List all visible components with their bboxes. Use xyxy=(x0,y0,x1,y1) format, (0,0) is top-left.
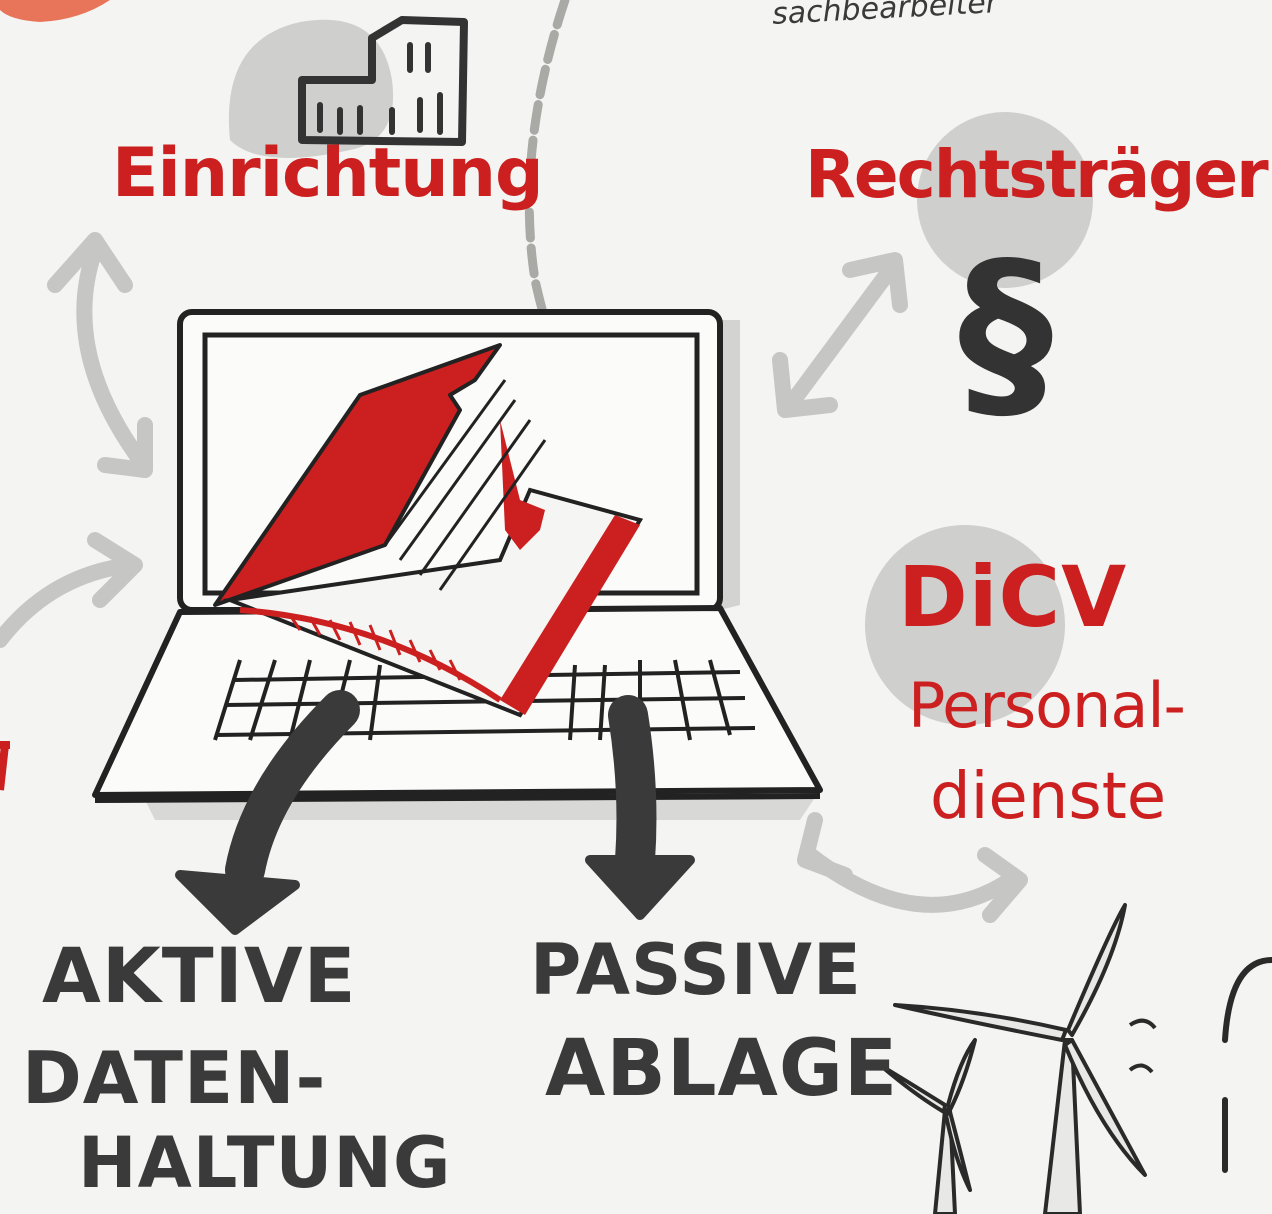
wind-turbine-icon xyxy=(878,903,1147,1214)
wind-lines xyxy=(1128,1018,1157,1074)
label-passive: PASSIVE xyxy=(530,929,862,1011)
arrow-passive xyxy=(585,695,695,920)
arrow-left-laptop xyxy=(0,557,138,648)
arrow-aktive xyxy=(175,690,360,935)
building-icon xyxy=(228,16,468,158)
label-dienste: dienste xyxy=(930,760,1167,834)
label-rechtstraeger: Rechtsträger xyxy=(805,136,1269,213)
label-aktive: AKTIVE xyxy=(42,931,357,1020)
figure-partial xyxy=(1222,957,1272,1173)
orange-blob xyxy=(0,0,110,22)
label-dicv: DiCV xyxy=(898,548,1128,646)
label-haltung: HALTUNG xyxy=(78,1122,452,1204)
label-daten: DATEN- xyxy=(22,1036,327,1120)
paragraph-blob xyxy=(917,112,1093,288)
paragraph-icon: § xyxy=(958,222,1053,443)
folder-icon xyxy=(213,343,644,718)
label-ablage: ABLAGE xyxy=(545,1024,899,1114)
arrow-rechtstraeger-laptop xyxy=(782,262,898,413)
arrow-einrichtung-laptop xyxy=(76,242,148,468)
dicv-blob xyxy=(865,525,1065,725)
label-einrichtung: Einrichtung xyxy=(112,134,544,213)
label-personal: Personal- xyxy=(908,669,1186,742)
partial-letter xyxy=(0,741,10,791)
